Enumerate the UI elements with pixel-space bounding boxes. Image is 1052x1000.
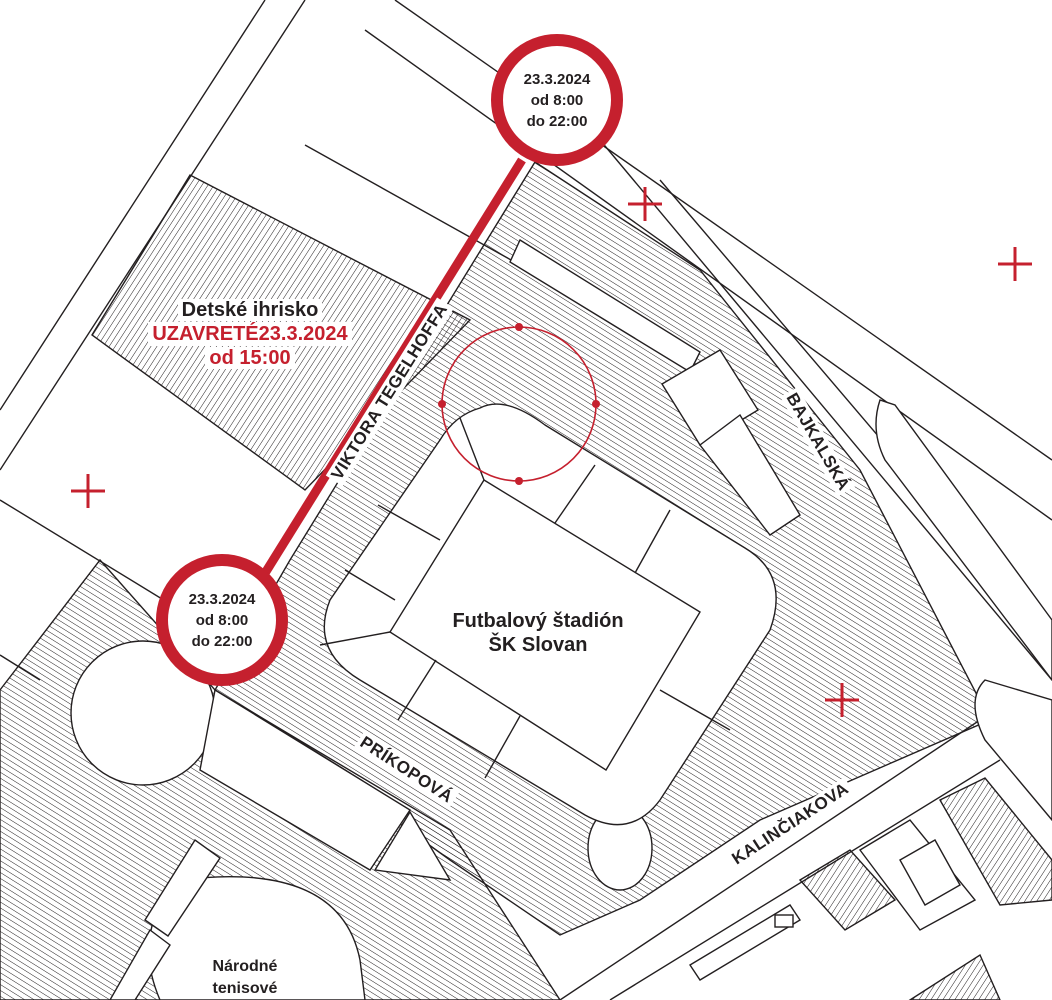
closure-circle-icon (438, 323, 600, 485)
closure-date: 23.3.2024 (188, 591, 256, 608)
playground-closed-time: od 15:00 (205, 347, 295, 369)
closure-to: do 22:00 (526, 113, 588, 130)
closure-badge-top (491, 34, 623, 166)
closure-badge-bottom-text: 23.3.2024 od 8:00 do 22:00 (172, 589, 272, 652)
closure-from: od 8:00 (530, 92, 584, 109)
playground-closed-label: UZAVRETÉ (152, 323, 259, 345)
stadium-pitch (389, 479, 701, 771)
closure-badge-top-text: 23.3.2024 od 8:00 do 22:00 (507, 69, 607, 132)
tennis-line2: tenisové (212, 980, 278, 997)
closure-from: od 8:00 (195, 612, 249, 629)
stadium-club: ŠK Slovan (488, 634, 588, 656)
playground-label: Detské ihrisko UZAVRETÉ23.3.2024 od 15:0… (130, 298, 370, 370)
tennis-label: Národné tenisové (185, 956, 305, 1000)
stadium-name: Futbalový štadión (452, 610, 624, 632)
playground-closed-date: 23.3.2024 (258, 323, 348, 345)
closure-badge-bottom (156, 554, 288, 686)
closure-date: 23.3.2024 (523, 71, 591, 88)
tennis-line1: Národné (212, 958, 278, 975)
cross-marker-icon (71, 187, 1032, 717)
playground-name: Detské ihrisko (177, 299, 323, 321)
stadium-label: Futbalový štadión ŠK Slovan (418, 609, 658, 657)
closure-to: do 22:00 (191, 633, 253, 650)
